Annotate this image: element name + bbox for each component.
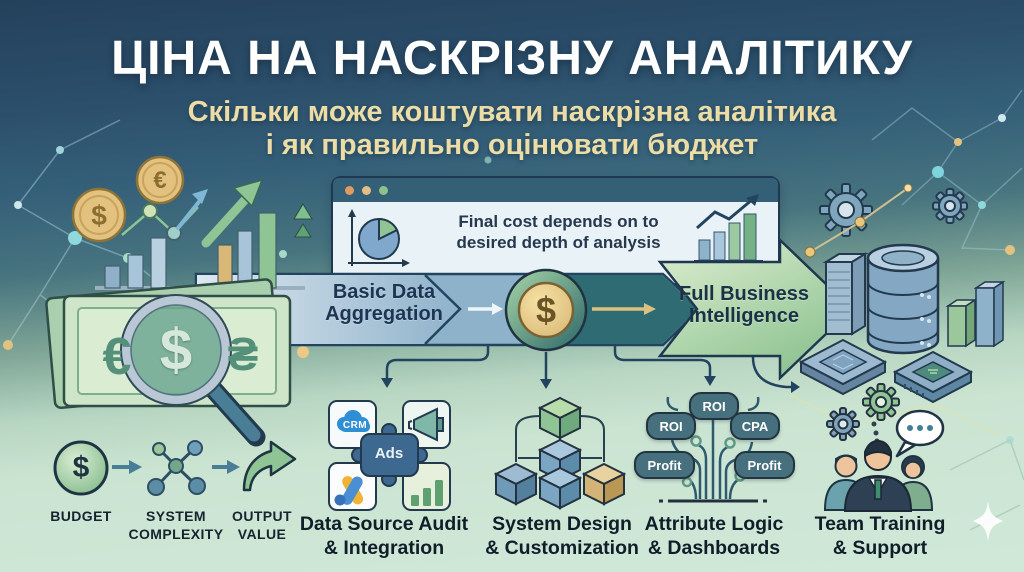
subtitle-line2: і як правильно оцінювати бюджет (265, 129, 759, 161)
window-dot-icon (345, 185, 354, 195)
kpi-pill-profit-left: Profit (634, 451, 695, 479)
window-message-line2: desired depth of analysis (456, 233, 661, 252)
megaphone-icon (408, 407, 444, 442)
section1-title-line1: Data Source Audit (299, 513, 469, 535)
money-illustration (45, 155, 305, 447)
banknote-dollar-symbol: $ (159, 317, 193, 383)
bars-small-icon (411, 480, 443, 506)
section3-title-line1: Attribute Logic (644, 513, 784, 535)
section2-title-line1: System Design (492, 513, 632, 535)
window-message: Final cost depends on to desired depth o… (431, 211, 686, 253)
right-arrow-icon (212, 460, 240, 474)
budget-coin-icon (53, 440, 109, 496)
gear-small-icon (932, 188, 968, 224)
gear-blue-icon (826, 407, 860, 441)
big-arrow-icon (657, 237, 854, 381)
crm-badge: CRM (342, 420, 368, 431)
mini-flow-icons (53, 440, 297, 496)
trend-dots-icon (804, 183, 913, 258)
output-label-line2: VALUE (237, 526, 287, 542)
ads-badge: Ads (374, 445, 404, 462)
right-arrow-icon (112, 460, 142, 474)
line-chart-icon (121, 203, 199, 241)
window-dot-icon (362, 185, 371, 195)
system-label-line1: SYSTEM (146, 508, 206, 524)
window-dot-icon (379, 185, 388, 195)
page-title: ЦІНА НА НАСКРІЗНУ АНАЛІТИКУ (111, 32, 913, 85)
section1-title-line2: & Integration (323, 537, 445, 559)
stage-full-line1: Full Business (678, 283, 810, 305)
network-complexity-icon (147, 440, 206, 496)
output-label-line1: OUTPUT (232, 508, 292, 524)
kpi-pill-roi-left: ROI (646, 412, 696, 440)
section4-title-line2: & Support (832, 537, 928, 559)
puzzle-icon (328, 400, 451, 511)
gold-arrow-icon (592, 303, 656, 315)
team-people-icon (823, 383, 945, 512)
tech-illustration (789, 183, 1006, 436)
subtitle-line1: Скільки може коштувати наскрізна аналіти… (187, 96, 837, 128)
flow-coin-icon (504, 268, 588, 352)
banknote-hryvnia-symbol: ₴ (227, 328, 259, 381)
chip-icon (892, 350, 974, 404)
window-message-line1: Final cost depends on to (458, 212, 659, 231)
pie-chart-icon (348, 209, 410, 267)
banknote-euro-symbol: € (102, 327, 132, 386)
bars-3d-icon (945, 280, 1006, 348)
up-triangles-icon (293, 203, 313, 238)
sparkle-icon (973, 501, 1003, 541)
kpi-pill-cpa: CPA (730, 412, 780, 440)
section3-title-line2: & Dashboards (647, 537, 781, 559)
connector-lines (385, 346, 792, 389)
euro-coin-icon (135, 155, 185, 205)
stage-full-line2: Intelligence (688, 305, 800, 327)
stage-basic-line1: Basic Data (332, 281, 436, 303)
cubes-hierarchy-icon (493, 396, 627, 510)
growth-arrow-green-icon (201, 178, 264, 248)
server-tower-icon (822, 252, 869, 336)
chevron-divider-icon (424, 274, 462, 345)
speech-bubble-icon (895, 409, 945, 458)
chip-icon (798, 338, 888, 396)
budget-coin-symbol: $ (72, 450, 90, 484)
magnifier-icon (120, 294, 266, 447)
growth-arrow-blue-icon (176, 189, 208, 230)
dollar-coin-icon (71, 187, 127, 243)
coin-euro-small: € (153, 167, 167, 195)
system-label-line2: COMPLEXITY (128, 526, 224, 542)
database-icon (866, 243, 940, 355)
crm-cloud-icon (337, 410, 370, 432)
kpi-pill-profit-right: Profit (734, 451, 795, 479)
browser-window-card: Final cost depends on to desired depth o… (331, 176, 780, 285)
browser-titlebar (333, 178, 778, 202)
gear-green-icon (862, 383, 900, 421)
floating-dots (279, 156, 492, 358)
section2-title-line2: & Customization (485, 537, 639, 559)
gear-large-icon (819, 183, 873, 237)
network-right-nodes-icon (932, 114, 1015, 444)
budget-label: BUDGET (50, 508, 112, 524)
google-ads-logo-icon (334, 476, 364, 506)
ads-puzzle-center (351, 423, 428, 487)
coin-dollar-symbol: $ (535, 289, 557, 331)
output-swoosh-arrow-icon (242, 440, 297, 492)
section4-title-line1: Team Training (814, 513, 946, 535)
connector-arrowheads (381, 376, 800, 393)
white-arrow-icon (468, 303, 503, 315)
stage-basic-line2: Aggregation (325, 303, 443, 325)
person-center (843, 439, 913, 512)
coin-dollar-small: $ (91, 199, 107, 231)
kpi-pill-roi-top: ROI (689, 392, 739, 420)
